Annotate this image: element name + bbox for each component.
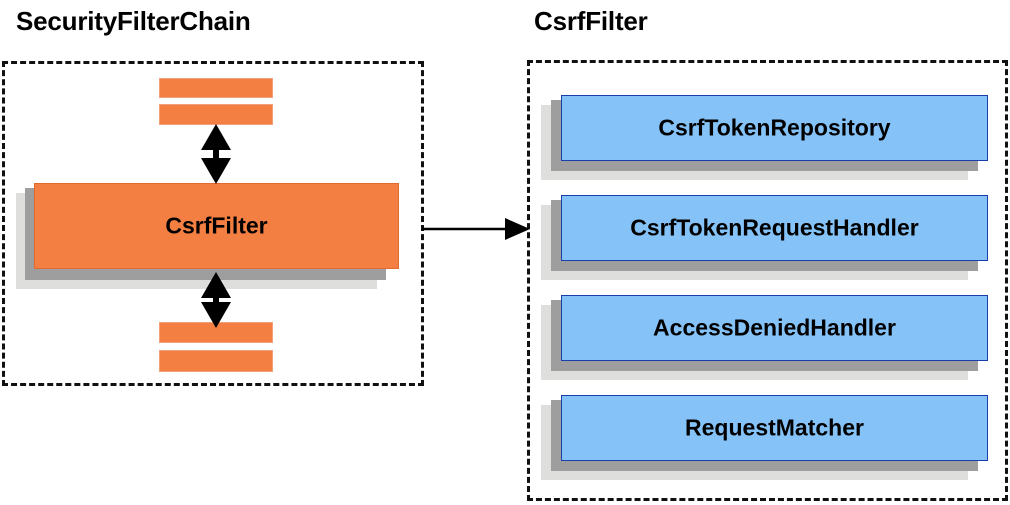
collaborator-card-csrf-token-request-handler[interactable]: CsrfTokenRequestHandler [561, 195, 988, 261]
filter-card-csrf-filter-label: CsrfFilter [165, 212, 268, 239]
page-title-security-filter-chain: SecurityFilterChain [16, 6, 251, 36]
filter-bar-below-1 [159, 322, 273, 343]
filter-card-csrf-filter[interactable]: CsrfFilter [34, 183, 399, 269]
collaborator-card-label: CsrfTokenRepository [658, 114, 891, 141]
collaborator-card-label: AccessDeniedHandler [653, 314, 896, 341]
panel-security-filter-chain [2, 61, 424, 386]
collaborator-card-request-matcher[interactable]: RequestMatcher [561, 395, 988, 461]
collaborator-card-csrf-token-repository[interactable]: CsrfTokenRepository [561, 95, 988, 161]
collaborator-card-access-denied-handler[interactable]: AccessDeniedHandler [561, 295, 988, 361]
collaborator-card-label: CsrfTokenRequestHandler [630, 214, 919, 241]
filter-bar-below-2 [159, 350, 273, 372]
collaborator-card-label: RequestMatcher [685, 414, 864, 441]
page-title-csrf-filter: CsrfFilter [534, 6, 648, 36]
panel-csrf-filter-details [527, 60, 1008, 501]
connector-expansion [422, 218, 530, 240]
filter-bar-above-2 [159, 104, 273, 125]
filter-bar-above-1 [159, 78, 273, 98]
